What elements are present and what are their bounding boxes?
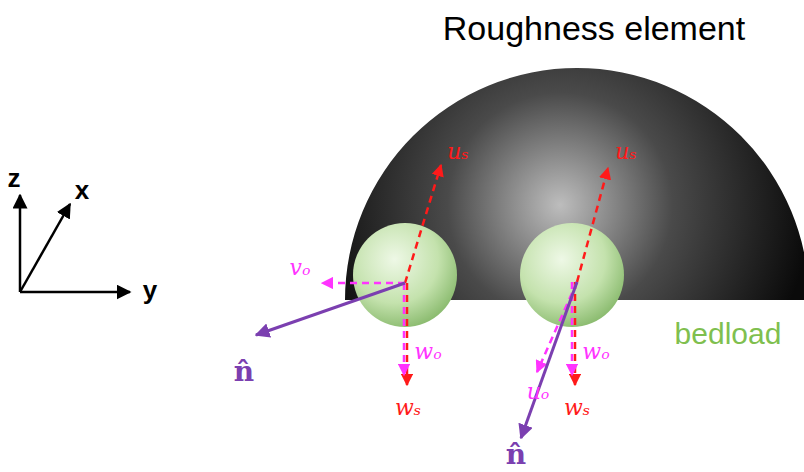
vector-label: uₒ bbox=[527, 381, 550, 403]
vector-label: wₛ bbox=[395, 397, 421, 419]
vector-label: uₛ bbox=[615, 141, 637, 163]
vector-label: vₒ bbox=[290, 257, 311, 279]
axis-label: y bbox=[143, 277, 157, 303]
axes bbox=[20, 195, 130, 292]
vector-label: uₛ bbox=[447, 141, 469, 163]
vector-label: wₛ bbox=[564, 397, 590, 419]
normal-vector-label: n̂ bbox=[234, 358, 254, 386]
axis-label: x bbox=[75, 177, 89, 203]
title-label: Roughness element bbox=[443, 11, 745, 45]
vector-label: wₒ bbox=[582, 341, 609, 363]
vector-label: wₒ bbox=[414, 341, 441, 363]
axis-label: z bbox=[8, 165, 21, 191]
normal-vector-label: n̂ bbox=[506, 441, 526, 469]
velocity-vectors bbox=[256, 165, 608, 438]
bedload-label: bedload bbox=[675, 319, 782, 349]
